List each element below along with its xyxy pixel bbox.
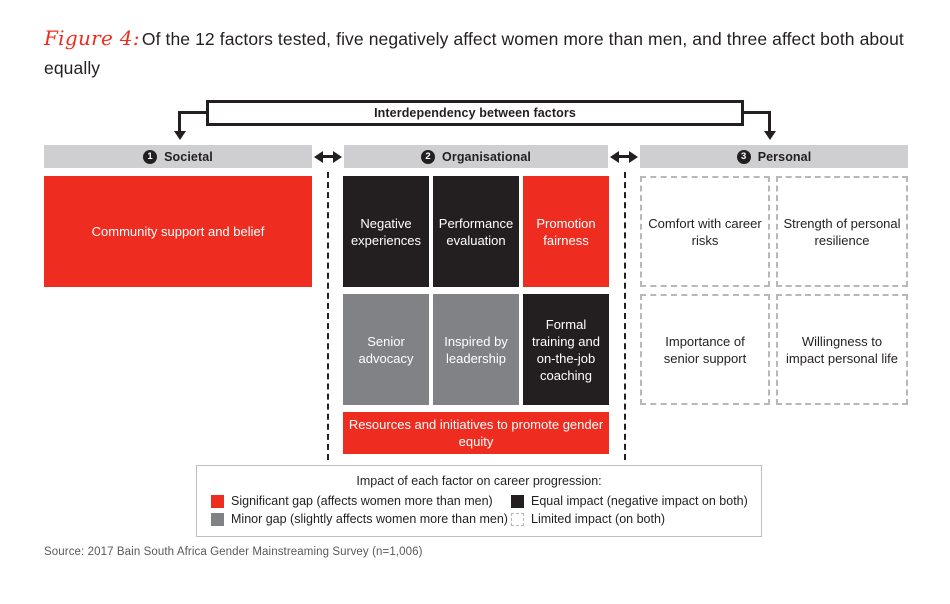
factor-tile-performance-evaluation[interactable]: Performance evaluation (433, 176, 519, 287)
column-number-badge-2: 2 (421, 149, 436, 164)
factor-label: Community support and belief (91, 224, 265, 239)
legend-label: Significant gap (affects women more than… (231, 494, 493, 508)
column-header-label-organisational: Organisational (442, 149, 531, 164)
legend-label: Limited impact (on both) (531, 512, 666, 526)
legend-swatch-significant-gap (211, 494, 224, 508)
page-title: Figure 4:Of the 12 factors tested, five … (44, 24, 914, 83)
source-note: Source: 2017 Bain South Africa Gender Ma… (44, 546, 423, 558)
interdependency-left-arrowhead-icon (173, 131, 186, 140)
legend: Impact of each factor on career progress… (196, 465, 762, 537)
factor-label: Comfort with career risks (648, 215, 762, 248)
interdependency-left-arm-horizontal (178, 111, 208, 114)
factor-label: Importance of senior support (663, 333, 747, 366)
factor-label: Negative experiences (350, 215, 422, 248)
interdependency-left-arm-vertical (178, 111, 181, 133)
legend-item-minor-gap: Minor gap (slightly affects women more t… (211, 512, 511, 526)
column-header-societal[interactable]: 1 Societal (44, 145, 312, 168)
legend-label: Minor gap (slightly affects women more t… (231, 512, 508, 526)
interdependency-right-arm-vertical (768, 111, 771, 133)
factor-tile-formal-training-coaching[interactable]: Formal training and on-the-job coaching (523, 294, 609, 405)
factor-tile-comfort-career-risks[interactable]: Comfort with career risks (640, 176, 770, 287)
interdependency-label: Interdependency between factors (374, 106, 576, 120)
figure-label: Figure 4: (44, 26, 140, 50)
legend-swatch-minor-gap (211, 512, 224, 526)
column-header-label-personal: Personal (757, 149, 812, 164)
factor-tile-inspired-by-leadership[interactable]: Inspired by leadership (433, 294, 519, 405)
factor-tile-negative-experiences[interactable]: Negative experiences (343, 176, 429, 287)
column-header-organisational[interactable]: 2 Organisational (344, 145, 608, 168)
factor-tile-promotion-fairness[interactable]: Promotion fairness (523, 176, 609, 287)
legend-item-limited-impact: Limited impact (on both) (511, 512, 748, 526)
column-number-badge-3: 3 (736, 149, 751, 164)
factor-label: Performance evaluation (438, 215, 514, 248)
interdependency-right-arm-horizontal (741, 111, 771, 114)
factor-tile-senior-advocacy[interactable]: Senior advocacy (343, 294, 429, 405)
factor-label: Resources and initiatives to promote gen… (348, 417, 604, 449)
factor-tile-community-support[interactable]: Community support and belief (44, 176, 312, 287)
legend-item-significant-gap: Significant gap (affects women more than… (211, 494, 511, 508)
interdependency-arrow-organisational-personal-icon (610, 145, 638, 168)
factor-label: Willingness to impact personal life (786, 333, 898, 366)
factor-tile-strength-personal-resilience[interactable]: Strength of personal resilience (776, 176, 908, 287)
interdependency-arrow-societal-organisational-icon (314, 145, 342, 168)
column-header-personal[interactable]: 3 Personal (640, 145, 908, 168)
factor-label: Inspired by leadership (444, 333, 508, 366)
divider-organisational-personal (624, 172, 626, 460)
factor-label: Promotion fairness (536, 215, 596, 248)
factor-tile-resources-gender-equity[interactable]: Resources and initiatives to promote gen… (343, 412, 609, 454)
legend-label: Equal impact (negative impact on both) (531, 494, 748, 508)
legend-item-equal-impact: Equal impact (negative impact on both) (511, 494, 748, 508)
column-number-badge-1: 1 (143, 149, 158, 164)
factor-tile-importance-senior-support[interactable]: Importance of senior support (640, 294, 770, 405)
divider-societal-organisational (327, 172, 329, 460)
factor-label: Strength of personal resilience (783, 215, 901, 248)
factor-label: Formal training and on-the-job coaching (532, 316, 600, 383)
factor-label: Senior advocacy (358, 333, 414, 366)
column-header-label-societal: Societal (164, 149, 213, 164)
figure-title-text: Of the 12 factors tested, five negativel… (44, 29, 904, 78)
factor-tile-willingness-impact-personal-life[interactable]: Willingness to impact personal life (776, 294, 908, 405)
interdependency-box: Interdependency between factors (206, 100, 744, 126)
legend-title: Impact of each factor on career progress… (356, 474, 602, 488)
legend-swatch-equal-impact (511, 494, 524, 508)
legend-swatch-limited-impact (511, 512, 524, 526)
interdependency-right-arrowhead-icon (763, 131, 776, 140)
